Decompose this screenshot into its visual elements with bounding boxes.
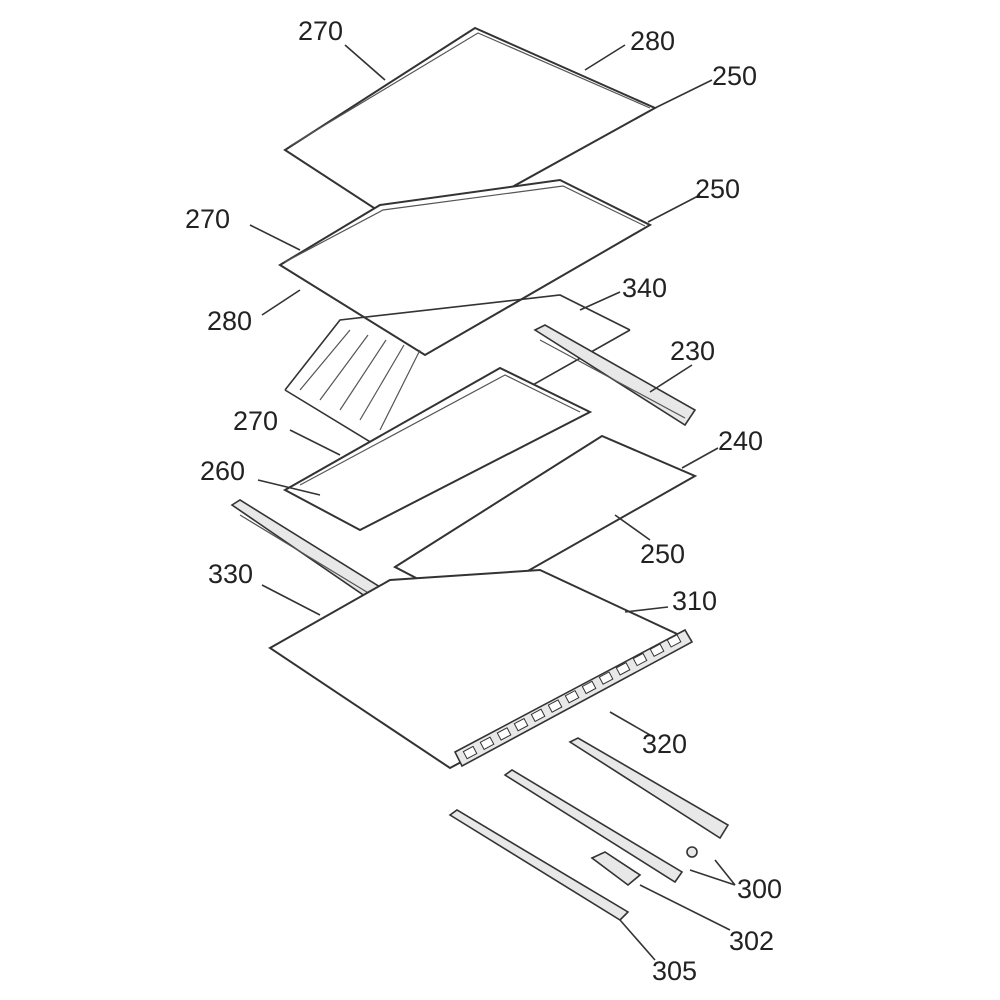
led-element xyxy=(666,634,682,648)
led-element xyxy=(615,662,631,676)
label-340: 340 xyxy=(622,273,667,303)
led-element xyxy=(479,736,495,751)
led-element xyxy=(462,745,478,760)
label-230: 230 xyxy=(670,336,715,366)
led-element xyxy=(496,727,512,741)
label-240: 240 xyxy=(718,426,763,456)
label-270-third: 270 xyxy=(233,406,278,436)
label-280-top: 280 xyxy=(630,26,675,56)
label-300: 300 xyxy=(737,874,782,904)
bottom-chassis-plate xyxy=(268,568,694,770)
label-250-third: 250 xyxy=(640,539,685,569)
led-element xyxy=(598,671,614,685)
led-element xyxy=(649,643,665,657)
led-element xyxy=(513,717,529,732)
label-305: 305 xyxy=(652,956,697,986)
label-302: 302 xyxy=(729,926,774,956)
label-330: 330 xyxy=(208,559,253,589)
led-element xyxy=(564,689,580,704)
led-element xyxy=(581,680,597,695)
led-element xyxy=(547,699,563,713)
label-250-top: 250 xyxy=(712,61,757,91)
led-element xyxy=(530,708,546,723)
leader-lines xyxy=(249,44,736,961)
label-270-top: 270 xyxy=(298,16,343,46)
label-280-second: 280 xyxy=(207,306,252,336)
label-250-second: 250 xyxy=(695,174,740,204)
connector-302 xyxy=(590,851,642,887)
light-guide-plate xyxy=(282,366,593,532)
led-element xyxy=(632,652,648,667)
label-320: 320 xyxy=(642,729,687,759)
label-270-second: 270 xyxy=(185,204,230,234)
side-bracket-right xyxy=(533,324,697,427)
label-310: 310 xyxy=(672,586,717,616)
label-260: 260 xyxy=(200,456,245,486)
second-optical-sheet xyxy=(278,178,653,357)
bottom-rails xyxy=(448,737,730,922)
